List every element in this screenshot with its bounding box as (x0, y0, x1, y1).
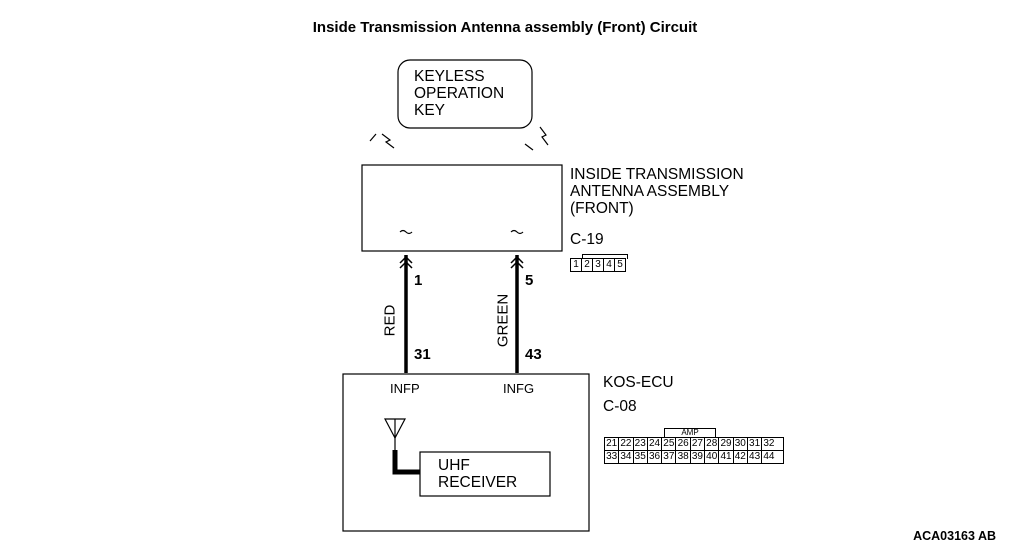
connector-pin: 33 (605, 451, 620, 463)
connector-pin: 42 (734, 451, 748, 463)
antenna-label: INSIDE TRANSMISSION ANTENNA ASSEMBLY (FR… (570, 166, 744, 217)
connector-pin: 43 (748, 451, 763, 463)
contact-mark (510, 229, 524, 235)
connector-pin: 28 (705, 438, 720, 450)
ecu-terminal-label: INFG (503, 381, 535, 396)
wire-color-label: GREEN (494, 293, 512, 348)
antenna-connector-id: C-19 (570, 231, 604, 248)
connector-pin: 35 (634, 451, 648, 463)
receiver-box (419, 451, 551, 497)
ecu-connector-id: C-08 (603, 398, 637, 415)
connector-pin: 38 (676, 451, 691, 463)
connector-pin: 29 (719, 438, 734, 450)
connector-pin: 39 (691, 451, 706, 463)
key-label: KEYLESS OPERATION KEY (414, 68, 505, 119)
connector-pin: 26 (676, 438, 691, 450)
connector-pin: 27 (691, 438, 706, 450)
wire-color-label: RED (381, 304, 399, 337)
connector-pin: 22 (619, 438, 634, 450)
connector-pin: 36 (648, 451, 663, 463)
connector-tag: AMP (664, 428, 716, 437)
ecu-label: KOS-ECU (603, 374, 674, 391)
connector-pin: 37 (662, 451, 677, 463)
connector-pin: 44 (763, 451, 775, 462)
ecu-terminal-label: INFP (390, 381, 420, 396)
connector-pin: 30 (734, 438, 748, 450)
connector-pin: 31 (748, 438, 763, 450)
connector-pin: 41 (719, 451, 734, 463)
connector-pin: 32 (763, 438, 775, 449)
antenna-box (361, 164, 563, 252)
receiver-label: UHF RECEIVER (438, 457, 518, 491)
connector-pin: 1 (571, 259, 582, 271)
connector-pin: 40 (705, 451, 720, 463)
pin-number: 43 (525, 346, 542, 363)
antenna-connector: 1 2 3 4 5 (568, 254, 642, 274)
contact-mark (399, 229, 413, 235)
pin-number: 1 (414, 272, 423, 289)
connector-pin: 4 (604, 259, 615, 271)
connector-pin: 3 (593, 259, 604, 271)
key-box (397, 59, 533, 129)
diagram-title: Inside Transmission Antenna assembly (Fr… (312, 19, 698, 36)
connector-pin: 5 (617, 259, 623, 270)
connector-pin: 24 (648, 438, 663, 450)
pin-number: 5 (525, 272, 534, 289)
signal-right-icon (539, 126, 549, 146)
pin-number: 31 (414, 346, 431, 363)
figure-code: ACA03163 AB (913, 529, 996, 543)
connector-pin: 34 (619, 451, 634, 463)
connector-pin: 25 (662, 438, 677, 450)
connector-pin: 21 (605, 438, 620, 450)
signal-left-icon (381, 133, 395, 149)
connector-pin: 23 (634, 438, 648, 450)
connector-pin: 2 (582, 259, 593, 271)
